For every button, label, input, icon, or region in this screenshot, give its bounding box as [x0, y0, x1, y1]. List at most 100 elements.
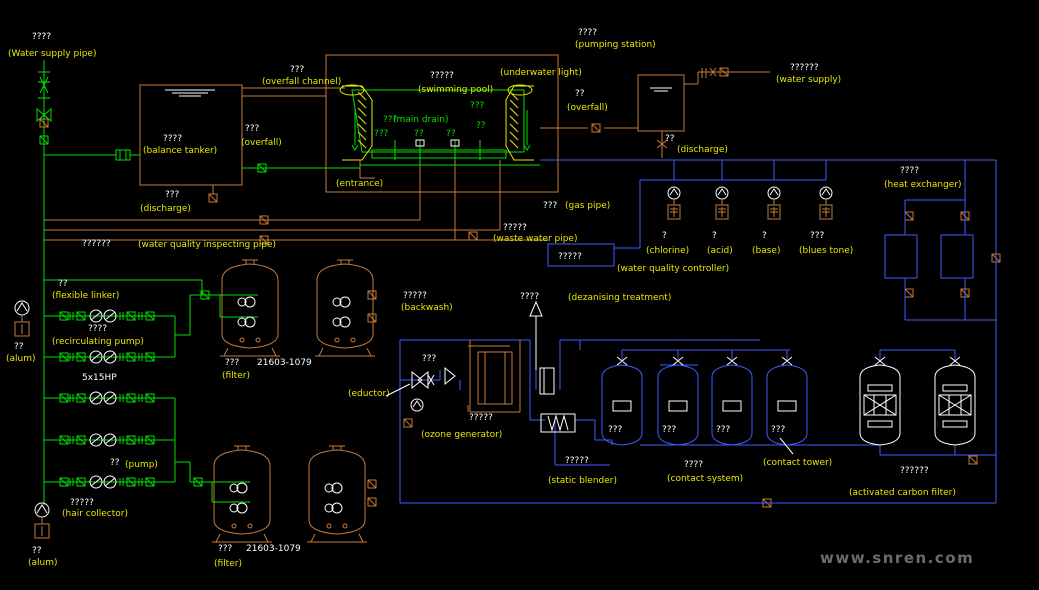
wq-controller-label: (water quality controller) [617, 264, 729, 274]
blues-tone-cn: ??? [810, 231, 825, 241]
swimming-pool-cn: ????? [430, 71, 454, 81]
base-cn: ? [762, 231, 767, 241]
overfall-right-label: (overfall) [567, 103, 608, 113]
underwater-light-label: (underwater light) [500, 68, 582, 78]
ozone-area [410, 300, 576, 433]
alum-dosing [14, 300, 50, 539]
hair-collector-label: (hair collector) [62, 509, 128, 519]
pump-spec: 5x15HP [82, 373, 117, 383]
blue-piping [399, 159, 997, 504]
dosing-pumps [667, 186, 833, 220]
overfall-left-label: (overfall) [241, 138, 282, 148]
overfall-channel-label: (overfall channel) [262, 77, 341, 87]
watermark: www.snren.com [820, 549, 974, 567]
chlorine-label: (chlorine) [646, 246, 689, 256]
pool-mark-3: ?? [446, 129, 456, 139]
filter-top-label: (filter) [222, 371, 250, 381]
blues-tone-label: (blues tone) [799, 246, 853, 256]
dezonising-cn: ???? [520, 292, 539, 302]
wq-inspecting-pipe-cn: ?????? [82, 239, 111, 249]
green-valves [36, 71, 267, 487]
text-labels: ???? (Water supply pipe) ???? (pumping s… [6, 28, 962, 569]
swimming-pool-label: (swimming pool) [418, 85, 493, 95]
eductor-cn: ??? [422, 354, 437, 364]
overfall-right-cn: ?? [575, 89, 585, 99]
green-piping [43, 60, 360, 505]
alum-top-label: (alum) [6, 354, 36, 364]
balance-tank [139, 84, 243, 186]
heat-exchanger-label: (heat exchanger) [884, 180, 962, 190]
filter-bottom-label: (filter) [214, 559, 242, 569]
carbon-filter-label: (activated carbon filter) [849, 488, 956, 498]
swimming-pool [339, 84, 540, 179]
backwash-cn: ????? [403, 291, 427, 301]
contact-tower-label: (contact tower) [763, 458, 832, 468]
tank-mark-1: ??? [608, 425, 623, 435]
heat-exchanger-cn: ???? [900, 166, 919, 176]
recirculating-pump-label: (recirculating pump) [52, 337, 144, 347]
main-drain-cn: ??? [383, 115, 398, 125]
discharge-right-cn: ?? [665, 134, 675, 144]
gas-pipe-label: (gas pipe) [565, 201, 610, 211]
contact-system-cn: ???? [684, 460, 703, 470]
discharge-left-label: (discharge) [140, 204, 191, 214]
filter-top-model: 21603-1079 [257, 358, 312, 368]
tank-mark-2: ??? [662, 425, 677, 435]
filter-top-cn: ??? [225, 358, 240, 368]
pump-label: (pump) [125, 460, 158, 470]
alum-top-cn: ?? [14, 342, 24, 352]
flexible-linker-cn: ?? [58, 279, 68, 289]
waste-water-pipe-cn: ????? [503, 223, 527, 233]
acid-cn: ? [712, 231, 717, 241]
water-supply-pipe-cn: ???? [32, 32, 51, 42]
static-blender-label: (static blender) [548, 476, 617, 486]
alum-bottom-label: (alum) [28, 558, 58, 568]
pool-building [325, 54, 559, 193]
carbon-filters [859, 356, 976, 446]
water-supply-label: (water supply) [776, 75, 841, 85]
sand-filters [211, 259, 376, 543]
alum-bottom-cn: ?? [32, 546, 42, 556]
pumping-station-label: (pumping station) [575, 40, 656, 50]
hair-collector-cn: ????? [70, 498, 94, 508]
pool-mark-1: ??? [374, 129, 389, 139]
pump-cn: ?? [110, 458, 120, 468]
water-supply-pipe-label: (Water supply pipe) [8, 49, 96, 59]
recirculating-pump-cn: ???? [88, 324, 107, 334]
tank-mark-4: ??? [771, 425, 786, 435]
static-blender-cn: ????? [565, 456, 589, 466]
wq-inspecting-pipe-label: (water quality inspecting pipe) [138, 240, 276, 250]
filter-bottom-cn: ??? [218, 544, 233, 554]
entrance-label: (entrance) [336, 179, 383, 189]
brown-equipment [44, 54, 770, 413]
pumping-station-cn: ???? [578, 28, 597, 38]
main-drain-label: (main drain) [393, 115, 449, 125]
filter-bottom-model: 21603-1079 [246, 544, 301, 554]
carbon-filter-cn: ?????? [900, 466, 929, 476]
balance-tank-cn: ???? [163, 134, 182, 144]
leader-lines [385, 383, 794, 455]
backwash-label: (backwash) [401, 303, 453, 313]
gas-pipe-cn: ??? [543, 201, 558, 211]
eductor-label: (eductor) [348, 389, 390, 399]
balance-tank-label: (balance tanker) [143, 146, 217, 156]
wq-controller-cn: ????? [558, 252, 582, 262]
pool-mark-4: ?? [476, 121, 486, 131]
contact-tanks [601, 356, 808, 446]
underwater-light-cn: ??? [470, 101, 485, 111]
pumping-station-tank [637, 74, 685, 132]
acid-label: (acid) [707, 246, 733, 256]
dezonising-label: (dezanising treatment) [568, 293, 671, 303]
contact-system-label: (contact system) [667, 474, 743, 484]
chlorine-cn: ? [662, 231, 667, 241]
ozone-generator-label: (ozone generator) [421, 430, 502, 440]
base-label: (base) [752, 246, 780, 256]
discharge-right-label: (discharge) [677, 145, 728, 155]
flexible-linker-label: (flexible linker) [52, 291, 119, 301]
discharge-left-cn: ??? [165, 190, 180, 200]
pool-mark-2: ?? [414, 129, 424, 139]
ozone-generator-cn: ????? [469, 413, 493, 423]
overfall-left-cn: ??? [245, 124, 260, 134]
water-supply-cn: ?????? [790, 63, 819, 73]
